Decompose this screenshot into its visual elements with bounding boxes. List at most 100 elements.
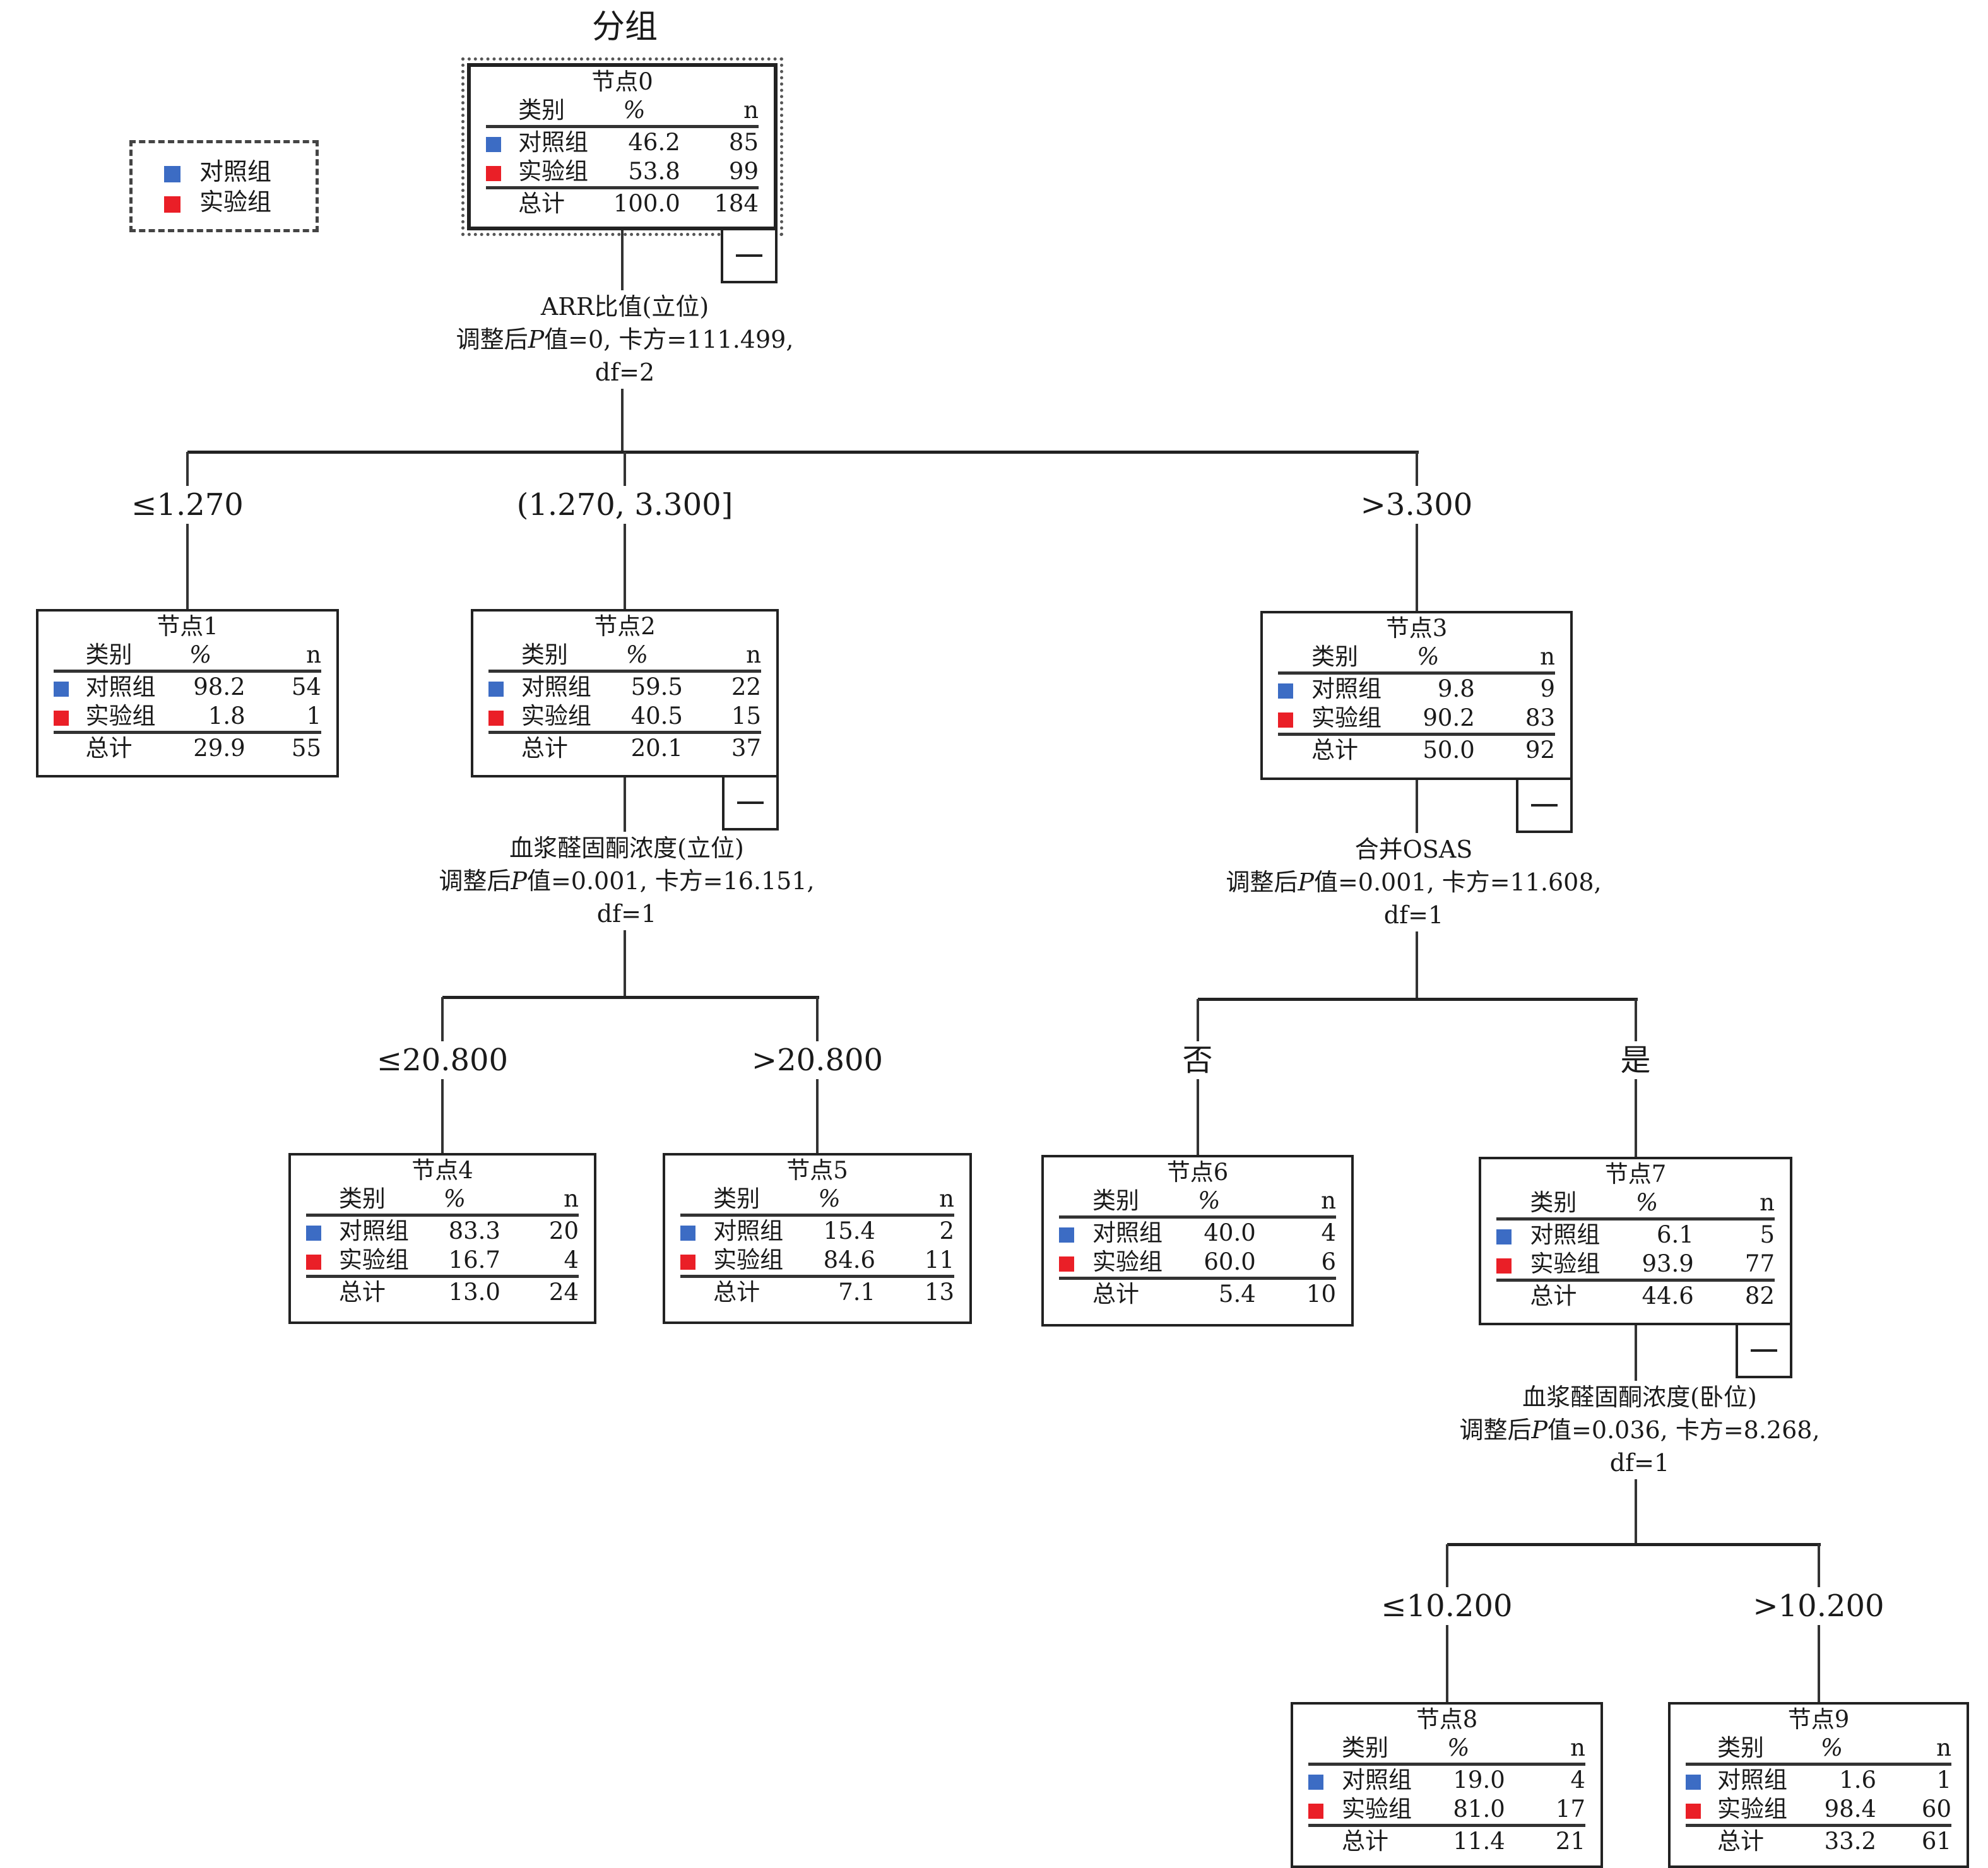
row-n: 6 (1255, 1248, 1336, 1280)
header-percent: % (1412, 1734, 1505, 1766)
row-n: 4 (1321, 1219, 1336, 1246)
node-table-header: 类别%n (306, 1185, 579, 1217)
experimental-swatch-icon (1308, 1803, 1323, 1819)
node-title: 节点9 (1787, 1706, 1850, 1733)
swatch-column (486, 188, 518, 219)
swatch-column (488, 733, 521, 764)
row-n: 22 (731, 673, 761, 700)
swatch-column (1278, 642, 1311, 675)
row-n: 83 (1474, 704, 1555, 736)
row-percent: 19.0 (1453, 1766, 1505, 1794)
total-label: 总计 (85, 735, 133, 762)
collapse-button[interactable] (721, 230, 778, 283)
header-n: n (1505, 1734, 1585, 1766)
branch-condition: ≤10.200 (1377, 1587, 1517, 1625)
minus-icon (1530, 804, 1558, 807)
legend-label: 实验组 (199, 188, 272, 216)
experimental-swatch-icon (680, 1254, 695, 1270)
experimental-swatch-icon (1496, 1258, 1512, 1274)
split-statistics: 调整后P值=0.036, 卡方=8.268, (1431, 1414, 1848, 1446)
total-n: 55 (291, 735, 321, 762)
collapse-button[interactable] (722, 777, 779, 831)
header-n: n (1876, 1734, 1951, 1766)
row-category: 实验组 (713, 1246, 784, 1278)
swatch-cell (306, 1246, 339, 1278)
row-n: 5 (1760, 1221, 1775, 1248)
row-percent: 83.3 (448, 1217, 500, 1244)
total-n: 61 (1921, 1828, 1951, 1855)
row-percent: 40.0 (1204, 1219, 1256, 1246)
branch-condition: >10.200 (1749, 1587, 1888, 1625)
split-statistics: 调整后P值=0, 卡方=111.499, (417, 323, 833, 356)
row-category: 实验组 (1342, 1795, 1412, 1827)
swatch-column (306, 1277, 339, 1308)
total-label: 总计 (518, 190, 565, 217)
legend-item-experimental: 实验组 (164, 187, 271, 216)
experimental-swatch-icon (54, 710, 69, 726)
minus-icon (735, 254, 763, 257)
row-n: 4 (1570, 1766, 1585, 1794)
p-letter: P (511, 867, 527, 895)
collapse-button[interactable] (1736, 1325, 1792, 1378)
row-n: 54 (291, 673, 321, 700)
header-percent: % (155, 641, 246, 673)
node-table-header: 类别%n (1278, 642, 1555, 675)
control-swatch-icon (1278, 683, 1293, 699)
row-n: 11 (875, 1246, 954, 1278)
node-table-header: 类别%n (1686, 1734, 1951, 1766)
row-category: 对照组 (521, 673, 591, 700)
swatch-column (54, 733, 86, 764)
row-category: 实验组 (338, 1246, 409, 1278)
split-df: df=2 (595, 358, 655, 386)
row-percent: 98.4 (1787, 1795, 1876, 1827)
swatch-cell (1308, 1765, 1342, 1795)
connector-line (1197, 998, 1638, 1001)
node-title: 节点0 (591, 68, 653, 95)
node-title: 节点3 (1385, 615, 1448, 642)
swatch-cell (306, 1215, 339, 1246)
split-variable: 合并OSAS (1354, 836, 1473, 863)
node-title: 节点7 (1604, 1161, 1667, 1188)
header-percent: % (408, 1185, 500, 1217)
total-n: 10 (1306, 1280, 1336, 1308)
p-rest: 值=0, 卡方=111.499, (544, 326, 794, 353)
node-table-row: 对照组 98.2 54 (54, 671, 321, 702)
p-letter: P (528, 326, 545, 353)
collapse-button[interactable] (1516, 780, 1573, 833)
header-percent: % (1163, 1186, 1256, 1219)
header-n: n (500, 1185, 579, 1217)
control-swatch-icon (1686, 1774, 1701, 1790)
split-df: df=1 (596, 900, 657, 928)
total-n: 21 (1555, 1828, 1585, 1855)
row-category: 对照组 (85, 673, 156, 700)
header-category: 类别 (521, 641, 591, 673)
header-category: 类别 (1530, 1188, 1600, 1221)
swatch-cell (1278, 704, 1311, 736)
row-category: 对照组 (1342, 1766, 1412, 1794)
tree-title: 分组 (591, 8, 658, 46)
swatch-cell (1496, 1250, 1530, 1282)
experimental-swatch-icon (486, 165, 501, 181)
legend: 对照组 实验组 (129, 140, 319, 232)
row-n: 4 (500, 1246, 579, 1278)
header-category: 类别 (1311, 642, 1382, 675)
row-percent: 98.2 (193, 673, 246, 700)
